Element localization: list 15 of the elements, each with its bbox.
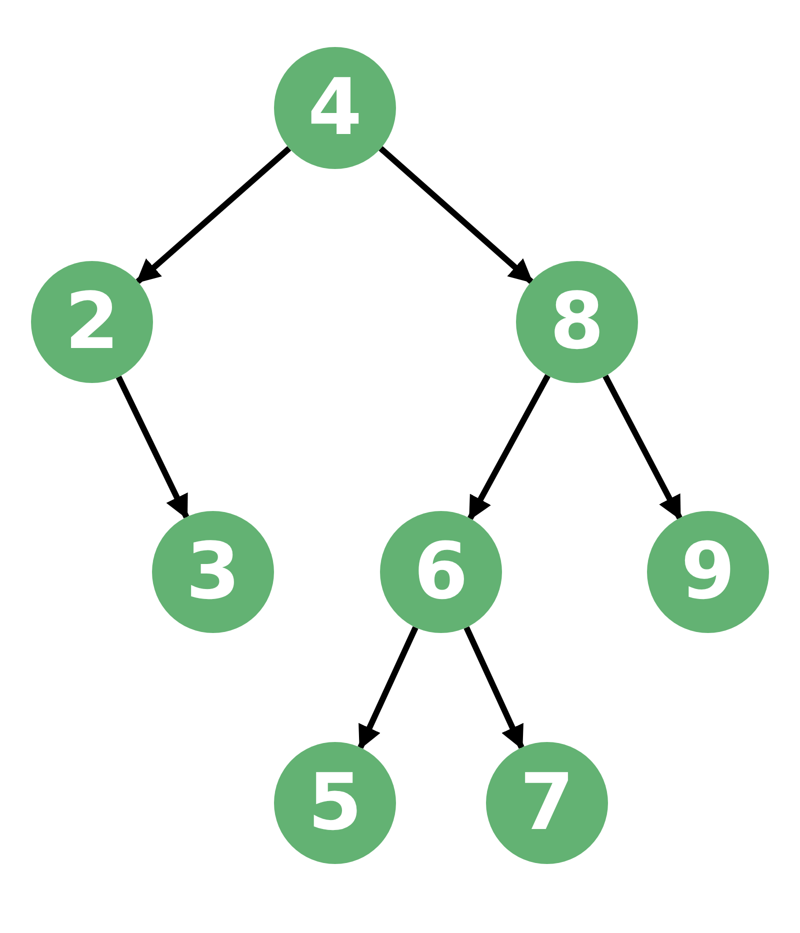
arrow	[464, 626, 524, 750]
node-value: 9	[680, 533, 736, 611]
arrow	[136, 146, 292, 284]
node-value: 5	[308, 764, 362, 842]
node-value: 4	[308, 69, 362, 147]
arrow	[116, 376, 190, 520]
node-value: 2	[64, 283, 120, 361]
arrow	[358, 626, 418, 750]
node-value: 6	[414, 533, 468, 611]
arrow	[378, 146, 534, 284]
arrow	[468, 374, 550, 521]
node-value: 3	[186, 533, 240, 611]
node-value: 8	[550, 283, 604, 361]
arrow	[602, 374, 682, 520]
node-value: 7	[520, 764, 574, 842]
